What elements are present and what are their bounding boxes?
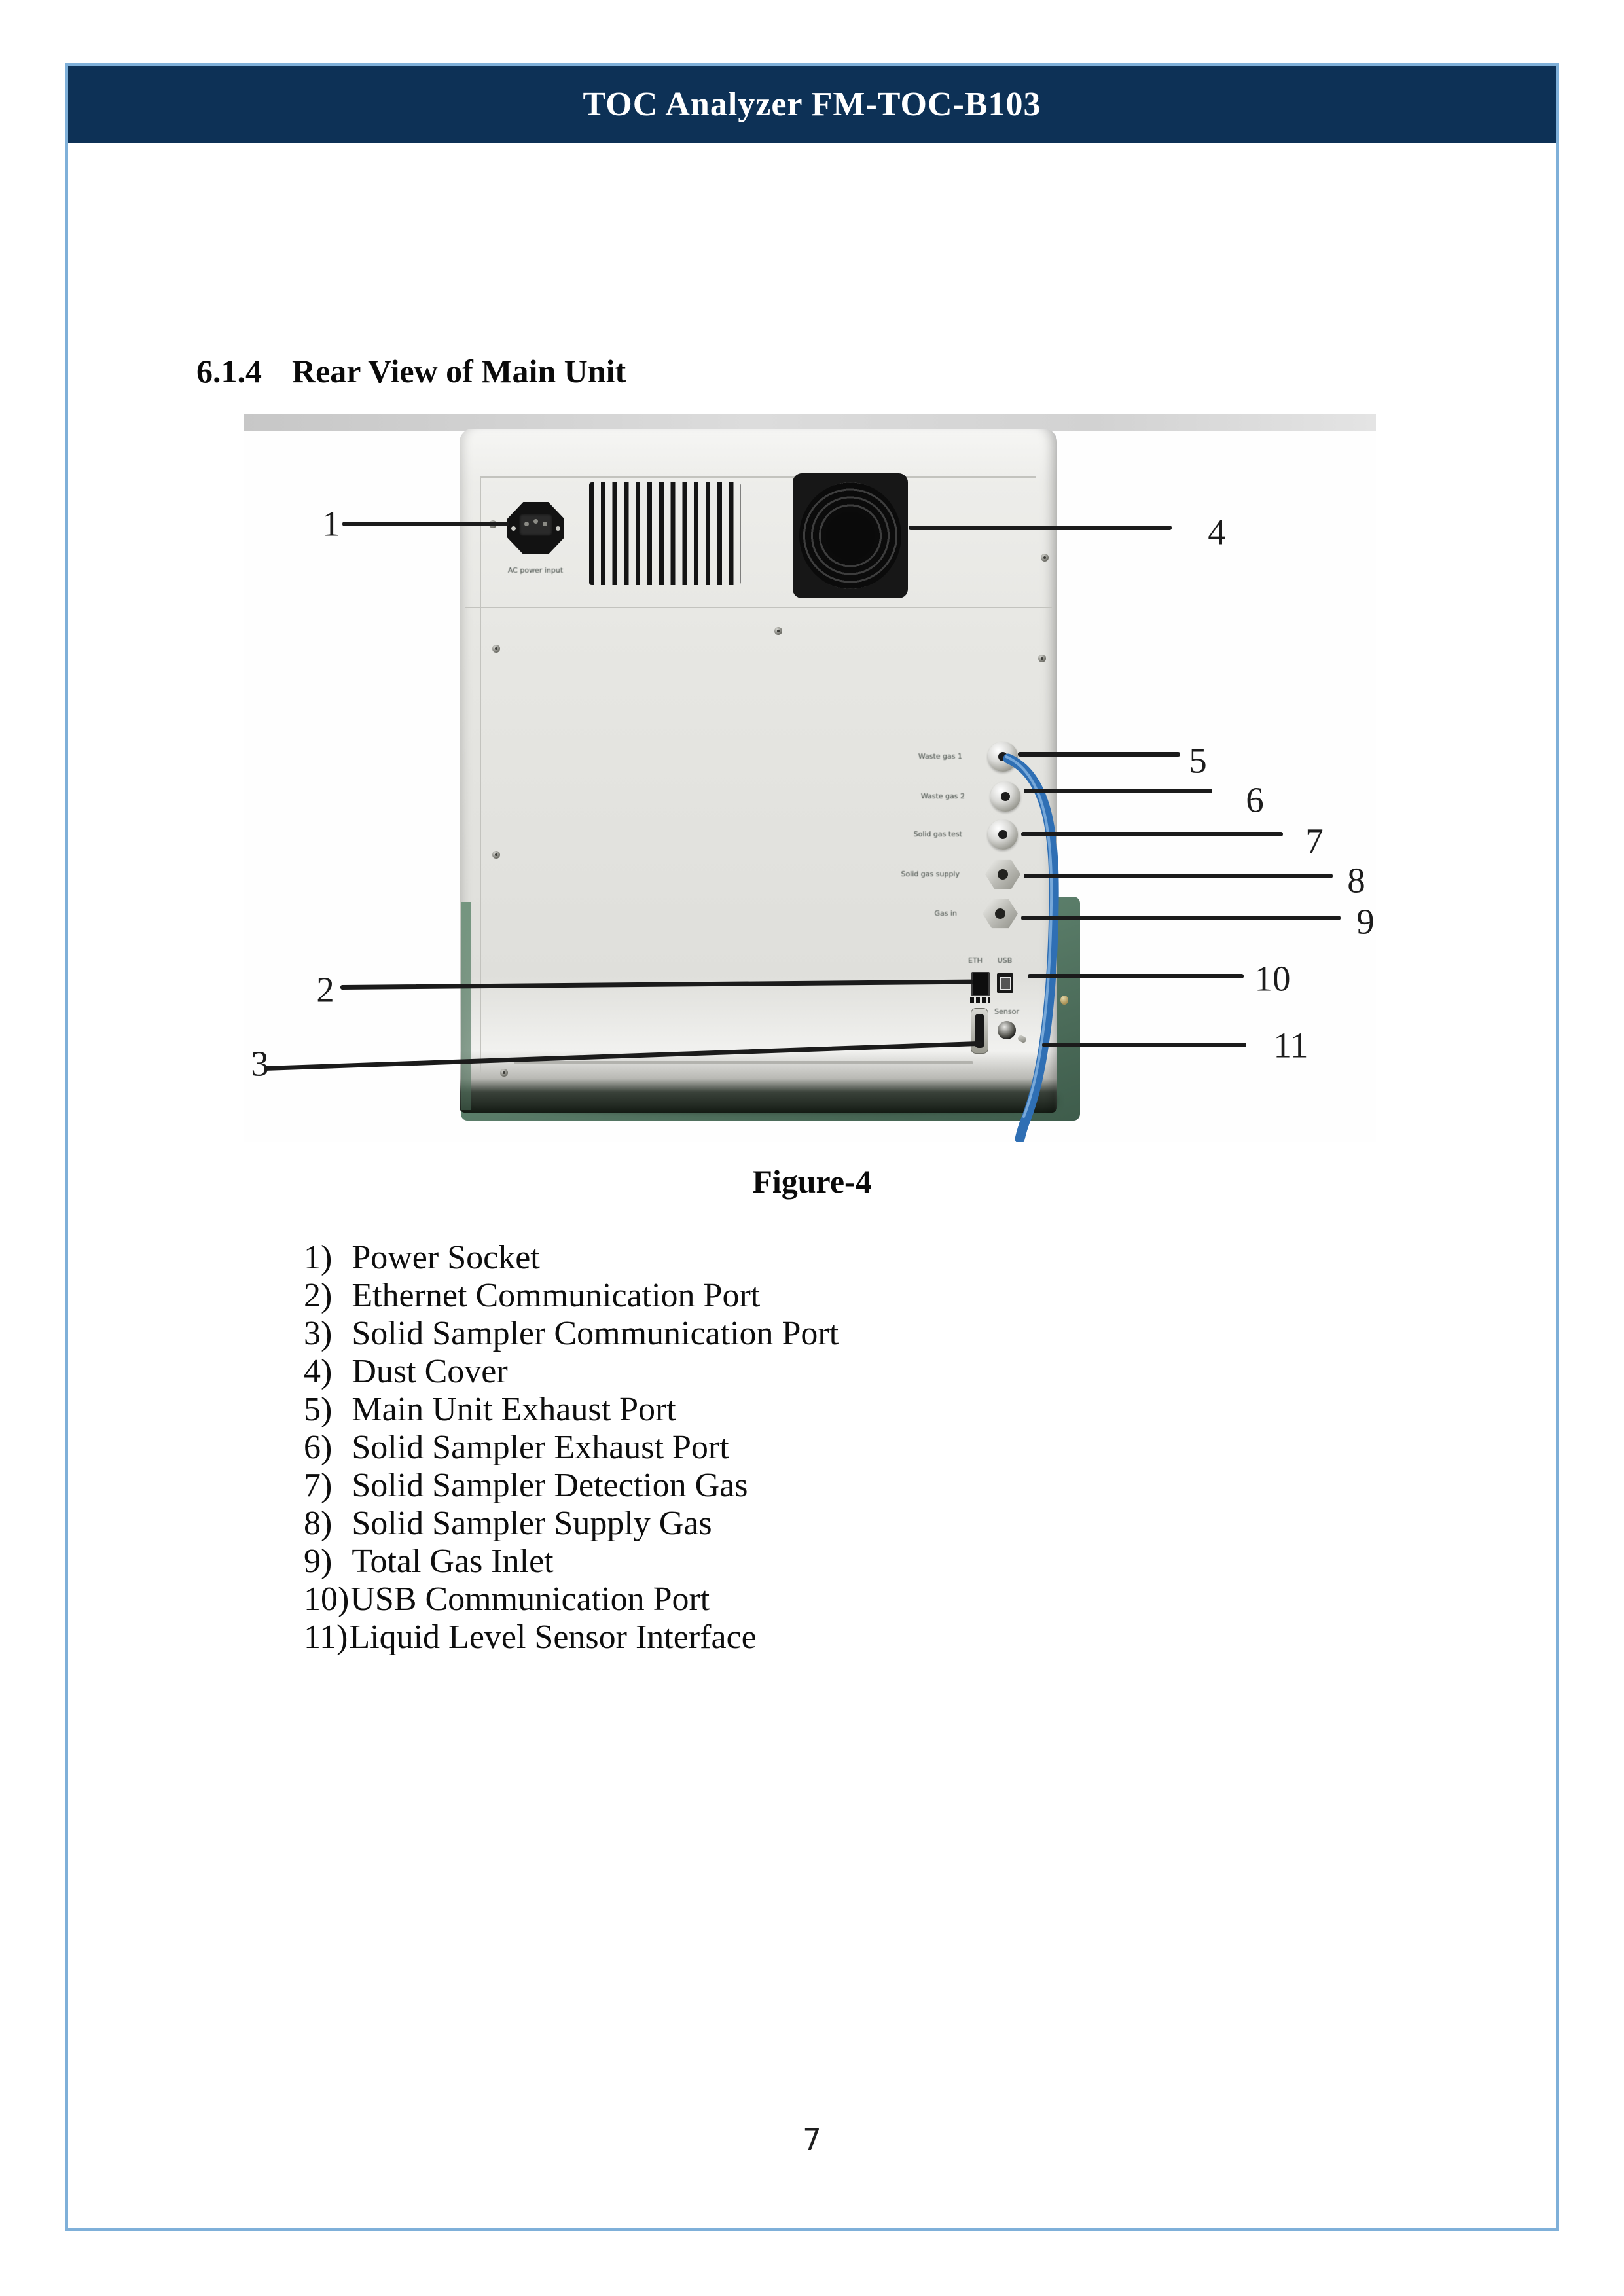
screw-icon xyxy=(556,526,560,531)
callout-line-4 xyxy=(909,526,1172,530)
callout-number-11: 11 xyxy=(1273,1025,1308,1066)
list-item: 10)USB Communication Port xyxy=(304,1581,710,1618)
callout-line-6 xyxy=(1024,789,1212,793)
power-pin-icon xyxy=(533,519,538,524)
callout-number-8: 8 xyxy=(1347,860,1365,901)
list-item: 11)Liquid Level Sensor Interface xyxy=(304,1619,757,1656)
ethernet-port xyxy=(971,972,990,996)
section-title: Rear View of Main Unit xyxy=(292,353,626,389)
callout-line-7 xyxy=(1021,832,1283,836)
callout-number-5: 5 xyxy=(1189,740,1207,781)
callout-line-9 xyxy=(1021,916,1341,920)
section-heading: 6.1.4 Rear View of Main Unit xyxy=(196,352,626,390)
base-plate-edge xyxy=(461,902,471,1110)
port-label-waste-gas-1: Waste gas 1 xyxy=(918,752,962,761)
list-item: 8)Solid Sampler Supply Gas xyxy=(304,1505,712,1542)
screw-icon xyxy=(511,526,516,531)
eth-led-dots-icon xyxy=(970,997,990,1003)
screw-icon xyxy=(492,851,500,859)
callout-line-8 xyxy=(1024,874,1333,878)
solid-sampler-supply-gas-port xyxy=(985,859,1020,889)
callout-number-1: 1 xyxy=(322,503,340,544)
main-unit-rear-panel: AC power input Waste gas 1 Waste gas 2 S… xyxy=(460,429,1057,1113)
section-number: 6.1.4 xyxy=(196,353,262,389)
figure-caption: Figure-4 xyxy=(752,1163,872,1200)
callout-line-1 xyxy=(342,522,509,526)
callout-number-4: 4 xyxy=(1208,512,1226,552)
total-gas-inlet-port xyxy=(983,899,1018,929)
liquid-level-sensor-interface xyxy=(998,1021,1016,1039)
vent-slats xyxy=(589,482,741,585)
fan-hub-icon xyxy=(826,511,875,560)
callout-number-2: 2 xyxy=(316,969,334,1010)
list-item: 6)Solid Sampler Exhaust Port xyxy=(304,1429,729,1466)
list-item: 5)Main Unit Exhaust Port xyxy=(304,1391,676,1428)
list-item: 1)Power Socket xyxy=(304,1239,540,1276)
port-label-waste-gas-2: Waste gas 2 xyxy=(920,792,965,800)
screw-icon xyxy=(1038,655,1046,662)
screw-icon xyxy=(1041,554,1049,562)
callout-line-11 xyxy=(1042,1043,1246,1047)
parts-list: 1)Power Socket 2)Ethernet Communication … xyxy=(304,1239,839,1657)
list-item: 4)Dust Cover xyxy=(304,1353,508,1390)
callout-line-5 xyxy=(1018,752,1180,757)
panel-seam xyxy=(480,476,481,1073)
usb-port-label: USB xyxy=(997,956,1013,965)
figure-rear-view-photo: AC power input Waste gas 1 Waste gas 2 S… xyxy=(244,414,1376,1142)
solid-sampler-communication-port xyxy=(971,1008,988,1054)
main-unit-exhaust-port xyxy=(988,742,1018,772)
list-item: 2)Ethernet Communication Port xyxy=(304,1277,761,1314)
list-item: 7)Solid Sampler Detection Gas xyxy=(304,1467,748,1504)
screw-icon xyxy=(774,627,782,635)
page-title: TOC Analyzer FM-TOC-B103 xyxy=(583,86,1041,123)
port-label-gas-in: Gas in xyxy=(934,909,957,918)
solid-sampler-detection-gas-port xyxy=(988,819,1018,850)
port-label-solid-gas-test: Solid gas test xyxy=(913,830,962,838)
callout-number-3: 3 xyxy=(251,1043,269,1084)
callout-line-10 xyxy=(1028,974,1244,978)
port-label-solid-gas-supply: Solid gas supply xyxy=(901,870,960,878)
dust-cover-fan xyxy=(793,473,908,598)
power-pin-icon xyxy=(524,522,529,526)
page-border xyxy=(65,63,1559,2231)
photo-background-band xyxy=(244,414,1376,431)
callout-number-6: 6 xyxy=(1246,780,1264,820)
page-number: 7 xyxy=(803,2123,821,2157)
list-item: 3)Solid Sampler Communication Port xyxy=(304,1315,839,1352)
screw-icon xyxy=(1060,996,1068,1005)
callout-number-7: 7 xyxy=(1305,821,1324,861)
power-socket-label: AC power input xyxy=(507,566,564,575)
page-header: TOC Analyzer FM-TOC-B103 xyxy=(68,66,1556,143)
sensor-fitting-icon xyxy=(1017,1034,1028,1044)
panel-groove xyxy=(514,1061,973,1064)
panel-seam xyxy=(480,476,1036,478)
sensor-port-label: Sensor xyxy=(994,1007,1019,1016)
solid-sampler-exhaust-port xyxy=(990,781,1020,812)
callout-number-9: 9 xyxy=(1356,901,1375,942)
usb-port xyxy=(997,973,1013,993)
power-socket xyxy=(507,502,564,554)
power-pin-icon xyxy=(543,522,547,526)
callout-number-10: 10 xyxy=(1254,958,1291,999)
eth-port-label: ETH xyxy=(968,956,983,965)
list-item: 9)Total Gas Inlet xyxy=(304,1543,554,1580)
screw-icon xyxy=(500,1069,508,1077)
screw-icon xyxy=(492,645,500,653)
panel-seam xyxy=(465,607,1052,608)
